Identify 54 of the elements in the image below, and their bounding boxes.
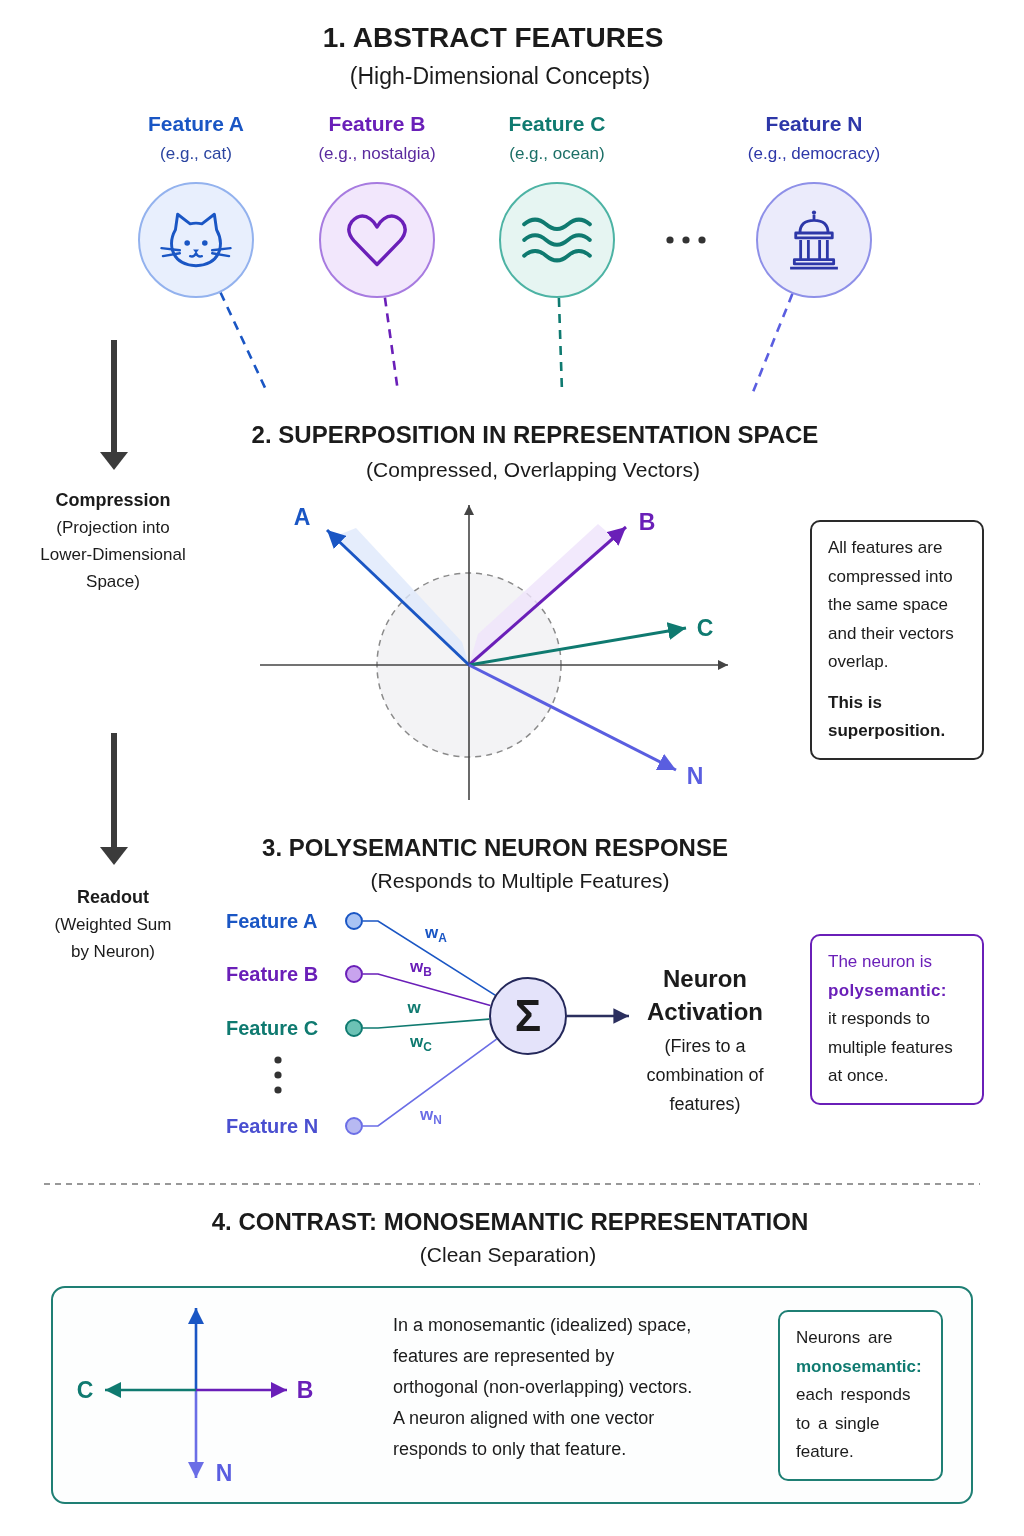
vector-label: B [638, 508, 656, 536]
feature-name: Feature C [226, 1016, 319, 1040]
weight-label: w$_{N}$ [420, 1104, 442, 1128]
note-emphasis: This is superposition. [828, 691, 947, 742]
feature-name: Feature N [765, 111, 863, 137]
step-description: (Projection into Lower-Dimensional Space) [39, 516, 187, 593]
note-box [778, 1310, 943, 1481]
vector-label: B [296, 1376, 314, 1404]
step-description: (Weighted Sum by Neuron) [53, 914, 173, 963]
feature-example: (e.g., cat) [160, 143, 232, 165]
output-description: (Fires to a combination of features) [645, 1035, 765, 1116]
section-subtitle: (High-Dimensional Concepts) [349, 62, 651, 90]
contrast-panel [51, 1286, 973, 1504]
weight-line [362, 1018, 490, 1029]
section-subtitle: (Compressed, Overlapping Vectors) [366, 458, 700, 482]
note-box [810, 520, 984, 760]
output-label: Neuron Activation [646, 964, 764, 1027]
feature-name: Feature C [508, 111, 606, 137]
weight-label: w$_{C}$ [410, 1031, 432, 1055]
weight-label: w$_{A}$ [425, 922, 447, 946]
vector-label: A [293, 503, 311, 531]
feature-name: Feature A [147, 111, 245, 137]
step-label: Readout [77, 886, 149, 908]
arrow [567, 1008, 629, 1024]
description-text: In a monosemantic (idealized) space, features are represented by orthogonal (non-overlapping) vectors. A neuron aligned with one vector responds to only that feature. [393, 1314, 694, 1461]
note-text: Neurons are monosemantic: each responds to a single feature. [796, 1327, 923, 1463]
weight-label: w$_{B}$ [410, 956, 432, 980]
section-heading: 1. ABSTRACT FEATURES [322, 22, 664, 54]
weight-label: w [407, 998, 421, 1018]
feature-name: Feature A [226, 909, 318, 933]
feature-name: Feature B [328, 111, 426, 137]
feature-example: (e.g., nostalgia) [318, 143, 436, 165]
section-heading: 3. POLYSEMANTIC NEURON RESPONSE [262, 834, 728, 862]
weight-line [362, 1038, 498, 1127]
note-text: All features are compressed into the same space and their vectors overlap. [828, 537, 955, 673]
note-box [810, 934, 984, 1105]
step-label: Compression [55, 489, 171, 511]
feature-example: (e.g., ocean) [509, 143, 605, 165]
vector-label: C [76, 1376, 94, 1404]
section-subtitle: (Clean Separation) [419, 1243, 597, 1267]
section-subtitle: (Responds to Multiple Features) [370, 869, 670, 893]
feature-name: Feature B [226, 962, 319, 986]
vector-label: N [686, 762, 704, 790]
note-text: The neuron is polysemantic: it responds to multiple features at once. [828, 951, 954, 1087]
feature-example: (e.g., democracy) [747, 143, 881, 165]
vector-label: N [215, 1459, 233, 1487]
weight-line [362, 920, 496, 996]
vector-label: C [696, 614, 714, 642]
feature-name: Feature N [226, 1114, 319, 1138]
section-heading: 2. SUPERPOSITION IN REPRESENTATION SPACE [251, 421, 819, 449]
section-heading: 4. CONTRAST: MONOSEMANTIC REPRESENTATION [211, 1208, 809, 1236]
dashed-line [751, 293, 794, 393]
summation-node: Σ [489, 977, 567, 1055]
weight-line [362, 973, 492, 1007]
